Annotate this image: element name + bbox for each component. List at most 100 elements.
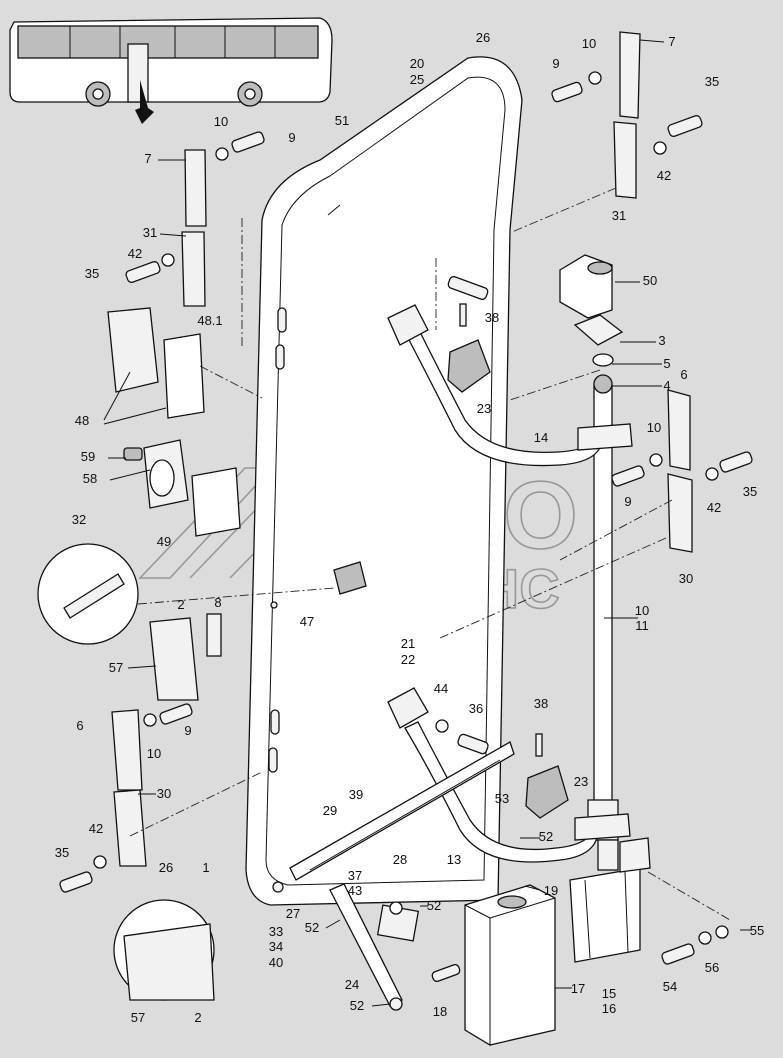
callout-c-30-l: 30 [157,786,171,801]
damper-rod [329,883,403,1011]
cylinder-cover [464,884,556,1046]
callout-c-35-tr: 35 [705,74,719,89]
hinge-pivot [559,254,624,367]
callout-c-57-b: 57 [131,1010,145,1025]
hinge-brackets [111,31,693,867]
callout-c-38-mid: 38 [534,696,548,711]
callout-c-15: 15 [602,986,616,1001]
lock-seals [107,307,241,537]
callout-c-50: 50 [643,273,657,288]
callout-c-26-top: 26 [476,30,490,45]
callout-c-35-tl: 35 [85,266,99,281]
callout-c-23-mid: 23 [574,774,588,789]
callout-c-9-l: 9 [184,723,191,738]
callout-c-33: 33 [269,924,283,939]
callout-c-13: 13 [447,852,461,867]
door-frame [245,56,523,906]
callout-c-58: 58 [83,471,97,486]
callout-c-37: 37 [348,868,362,883]
callout-c-49: 49 [157,534,171,549]
upper-arm [387,304,633,467]
callout-c-29: 29 [323,803,337,818]
callout-c-42-r: 42 [707,500,721,515]
callout-c-43: 43 [348,883,362,898]
callout-c-10-r: 10 [647,420,661,435]
callout-c-42-tr: 42 [657,168,671,183]
callout-c-9-tl: 9 [288,130,295,145]
callout-c-38-top: 38 [485,310,499,325]
callout-c-27: 27 [286,906,300,921]
callout-c-18: 18 [433,1004,447,1019]
door-cylinder [569,837,651,963]
assembly-lines [129,187,731,921]
trim-strip [149,561,367,701]
callout-c-11: 11 [635,618,649,633]
callout-c-10-tl: 10 [214,114,228,129]
callout-c-5: 5 [663,356,670,371]
callout-c-4: 4 [663,378,670,393]
callout-c-30-r: 30 [679,571,693,586]
callout-c-20: 20 [410,56,424,71]
callout-c-48: 48 [75,413,89,428]
callout-c-2-mid: 2 [177,597,184,612]
callout-c-6-r: 6 [680,367,687,382]
callout-c-14: 14 [534,430,548,445]
callout-c-6-l: 6 [76,718,83,733]
callout-c-39: 39 [349,787,363,802]
callout-c-47: 47 [300,614,314,629]
callout-c-35-r: 35 [743,484,757,499]
callout-c-51: 51 [335,113,349,128]
callout-c-1: 1 [202,860,209,875]
callout-c-7-tr: 7 [668,34,675,49]
callout-c-54: 54 [663,979,677,994]
callout-c-52-b: 52 [427,898,441,913]
callout-c-48-1: 48.1 [197,313,222,328]
callout-c-40: 40 [269,955,283,970]
callout-c-31-tr: 31 [612,208,626,223]
callout-c-36: 36 [469,701,483,716]
callout-c-31-tl: 31 [143,225,157,240]
callout-c-59: 59 [81,449,95,464]
callout-c-9-r: 9 [624,494,631,509]
callout-c-52-c: 52 [305,920,319,935]
callout-c-44: 44 [434,681,448,696]
callout-c-24: 24 [345,977,359,992]
bottom-bracket [289,741,515,881]
callout-c-17: 17 [571,981,585,996]
fasteners [59,71,753,983]
bus-overview [9,17,333,124]
callout-c-53: 53 [495,791,509,806]
detail-circles [37,543,215,1001]
callout-c-9-tr: 9 [552,56,559,71]
callout-c-10-l: 10 [147,746,161,761]
callout-c-10-mid: 10 [635,603,649,618]
callout-c-34: 34 [269,939,283,954]
callout-c-52-a: 52 [539,829,553,844]
callout-c-2-b: 2 [194,1010,201,1025]
callout-c-8: 8 [214,595,221,610]
callout-c-35-l: 35 [55,845,69,860]
callout-c-16: 16 [602,1001,616,1016]
callout-c-26-b: 26 [159,860,173,875]
callout-c-10-tr: 10 [582,36,596,51]
callout-c-52-d: 52 [350,998,364,1013]
callout-c-21: 21 [401,636,415,651]
stops [447,339,569,819]
callout-c-25: 25 [410,72,424,87]
callout-c-32: 32 [72,512,86,527]
callout-c-28: 28 [393,852,407,867]
callout-c-19: 19 [544,883,558,898]
callout-c-57-mid: 57 [109,660,123,675]
callout-c-23-top: 23 [477,401,491,416]
callout-c-56: 56 [705,960,719,975]
callout-c-3: 3 [658,333,665,348]
callout-c-42-tl: 42 [128,246,142,261]
callout-c-22: 22 [401,652,415,667]
callout-c-7-tl: 7 [144,151,151,166]
callout-c-42-l: 42 [89,821,103,836]
leader-lines [103,39,752,1007]
callout-c-55: 55 [750,923,764,938]
